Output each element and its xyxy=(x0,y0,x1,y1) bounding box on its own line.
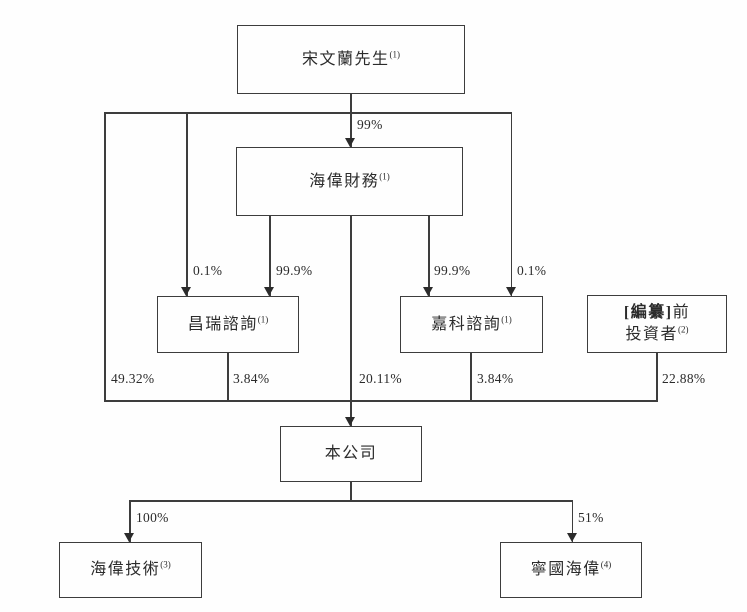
connector-song-to-jiake xyxy=(510,112,513,296)
node-haiwei-technology: 海偉技術(3) xyxy=(59,542,202,598)
edge-label-song-to-changrui: 0.1% xyxy=(193,263,223,278)
connector-song-to-company xyxy=(104,112,106,401)
node-pre-investors: [編纂]前 投資者(2) xyxy=(587,295,727,353)
redaction-marker: [編纂] xyxy=(623,304,673,322)
connector-company-to-ningguo xyxy=(571,500,574,542)
edge-label-finance-to-company: 20.11% xyxy=(359,371,402,386)
edge-label-finance-to-jiake: 99.9% xyxy=(434,263,471,278)
node-ningguo-haiwei-label: 寧國海偉(4) xyxy=(530,559,612,579)
edge-label-jiake-to-company: 3.84% xyxy=(477,371,514,386)
node-the-company: 本公司 xyxy=(280,426,422,482)
arrowhead-finance-into-changrui xyxy=(264,287,275,296)
connector-top-horizontal xyxy=(104,112,512,114)
node-changrui-consulting-label: 昌瑞諮詢(1) xyxy=(187,314,269,333)
node-pre-investors-label: [編纂]前 投資者(2) xyxy=(623,304,691,343)
connector-finance-to-jiake xyxy=(428,216,430,296)
node-changrui-consulting: 昌瑞諮詢(1) xyxy=(157,296,299,353)
edge-label-song-to-jiake: 0.1% xyxy=(517,263,547,278)
node-ningguo-haiwei: 寧國海偉(4) xyxy=(500,542,642,598)
arrowhead-finance-into-jiake xyxy=(423,287,434,296)
connector-company-down xyxy=(350,482,352,501)
edge-label-song-to-finance: 99% xyxy=(357,117,383,132)
connector-song-to-finance xyxy=(350,94,352,147)
connector-bottom-horizontal xyxy=(129,500,573,502)
node-jiake-consulting: 嘉科諮詢(1) xyxy=(400,296,543,353)
connector-changrui-to-company xyxy=(227,353,229,401)
arrowhead-into-finance xyxy=(345,138,356,147)
connector-finance-to-company xyxy=(350,216,352,426)
node-haiwei-finance: 海偉財務(1) xyxy=(236,147,463,216)
edge-label-company-to-ningguo: 51% xyxy=(578,510,604,525)
node-song-wenlan: 宋文蘭先生(1) xyxy=(237,25,465,94)
node-the-company-label: 本公司 xyxy=(324,445,378,463)
connector-song-to-changrui xyxy=(186,112,188,296)
node-song-wenlan-label: 宋文蘭先生(1) xyxy=(301,49,400,68)
arrowhead-song-into-changrui xyxy=(181,287,192,296)
node-haiwei-technology-label: 海偉技術(3) xyxy=(90,559,171,579)
edge-label-investors-to-company: 22.88% xyxy=(662,371,706,386)
connector-finance-to-changrui xyxy=(269,216,271,296)
edge-label-finance-to-changrui: 99.9% xyxy=(276,263,313,278)
node-haiwei-finance-label: 海偉財務(1) xyxy=(309,171,390,190)
arrowhead-into-company xyxy=(345,417,356,426)
connector-company-to-tech xyxy=(129,500,131,542)
connector-jiake-to-company xyxy=(470,353,472,401)
node-jiake-consulting-label: 嘉科諮詢(1) xyxy=(431,314,512,333)
connector-merge-horizontal xyxy=(104,400,658,402)
edge-label-song-to-company: 49.32% xyxy=(111,371,155,386)
edge-label-changrui-to-company: 3.84% xyxy=(233,371,270,386)
arrowhead-into-tech xyxy=(124,533,135,542)
arrowhead-into-ningguo xyxy=(566,533,577,542)
edge-label-company-to-tech: 100% xyxy=(136,510,169,525)
arrowhead-song-into-jiake xyxy=(505,287,516,296)
connector-investors-to-company xyxy=(656,352,658,401)
